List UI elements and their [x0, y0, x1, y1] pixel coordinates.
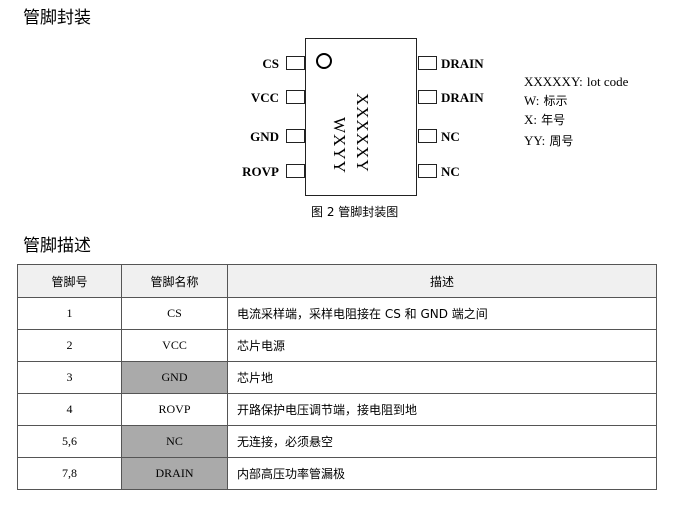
table-row: 1 CS 电流采样端，采样电阻接在 CS 和 GND 端之间	[17, 297, 657, 330]
legend-item: XXXXXY: lot code	[524, 74, 628, 91]
legend-tag: XXXXXY:	[524, 74, 583, 89]
pin1-marker	[316, 53, 332, 69]
chip-marking-line2: WXYY	[330, 117, 349, 174]
pin-number: 3	[17, 361, 122, 394]
pin-left-1	[286, 56, 305, 70]
package-heading: 管脚封装	[23, 8, 91, 28]
pin-name: ROVP	[121, 393, 228, 426]
pin-desc: 内部高压功率管漏极	[227, 457, 657, 490]
legend-item: W: 标示	[524, 93, 568, 110]
pin-label-vcc: VCC	[250, 90, 279, 105]
pin-name: CS	[121, 297, 228, 330]
table-row: 7,8 DRAIN 内部高压功率管漏极	[17, 457, 657, 490]
pin-name: DRAIN	[121, 457, 228, 490]
pin-number: 1	[17, 297, 122, 330]
pin-desc: 无连接，必须悬空	[227, 425, 657, 458]
legend-value: lot code	[586, 74, 629, 89]
pin-desc: 芯片电源	[227, 329, 657, 362]
pin-label-drain-2: DRAIN	[441, 90, 484, 105]
legend-value: 周号	[549, 134, 574, 148]
pin-left-4	[286, 164, 305, 178]
pin-right-1	[418, 56, 437, 70]
pin-label-cs: CS	[262, 56, 279, 71]
pin-desc: 开路保护电压调节端，接电阻到地	[227, 393, 657, 426]
pin-desc: 电流采样端，采样电阻接在 CS 和 GND 端之间	[227, 297, 657, 330]
legend-tag: W:	[524, 93, 540, 108]
pin-number: 4	[17, 393, 122, 426]
chip-marking-line1: XXXXXY	[353, 93, 372, 173]
header-pin-name: 管脚名称	[121, 264, 228, 298]
pin-right-3	[418, 129, 437, 143]
figure-caption: 图 2 管脚封装图	[311, 205, 399, 219]
description-heading: 管脚描述	[23, 236, 91, 256]
pin-description-table: 管脚号 管脚名称 描述 1 CS 电流采样端，采样电阻接在 CS 和 GND 端…	[17, 264, 657, 490]
table-row: 5,6 NC 无连接，必须悬空	[17, 425, 657, 458]
pin-name: NC	[121, 425, 228, 458]
pin-right-4	[418, 164, 437, 178]
pin-number: 7,8	[17, 457, 122, 490]
pin-label-nc-1: NC	[441, 129, 460, 144]
legend-value: 年号	[541, 113, 566, 127]
header-description: 描述	[227, 264, 657, 298]
pin-name: GND	[121, 361, 228, 394]
legend-item: X: 年号	[524, 112, 565, 129]
pin-label-nc-2: NC	[441, 164, 460, 179]
header-pin-number: 管脚号	[17, 264, 122, 298]
pin-label-gnd: GND	[250, 129, 279, 144]
pin-label-drain-1: DRAIN	[441, 56, 484, 71]
table-row: 4 ROVP 开路保护电压调节端，接电阻到地	[17, 393, 657, 426]
pin-number: 5,6	[17, 425, 122, 458]
table-row: 3 GND 芯片地	[17, 361, 657, 394]
legend-tag: X:	[524, 112, 537, 127]
pin-name: VCC	[121, 329, 228, 362]
table-header-row: 管脚号 管脚名称 描述	[17, 264, 657, 298]
legend-item: YY: 周号	[524, 133, 573, 150]
pin-right-2	[418, 90, 437, 104]
legend-tag: YY:	[524, 133, 546, 148]
legend-value: 标示	[543, 94, 568, 108]
pin-number: 2	[17, 329, 122, 362]
pin-left-2	[286, 90, 305, 104]
pin-desc: 芯片地	[227, 361, 657, 394]
pin-label-rovp: ROVP	[242, 164, 279, 179]
table-row: 2 VCC 芯片电源	[17, 329, 657, 362]
pin-left-3	[286, 129, 305, 143]
